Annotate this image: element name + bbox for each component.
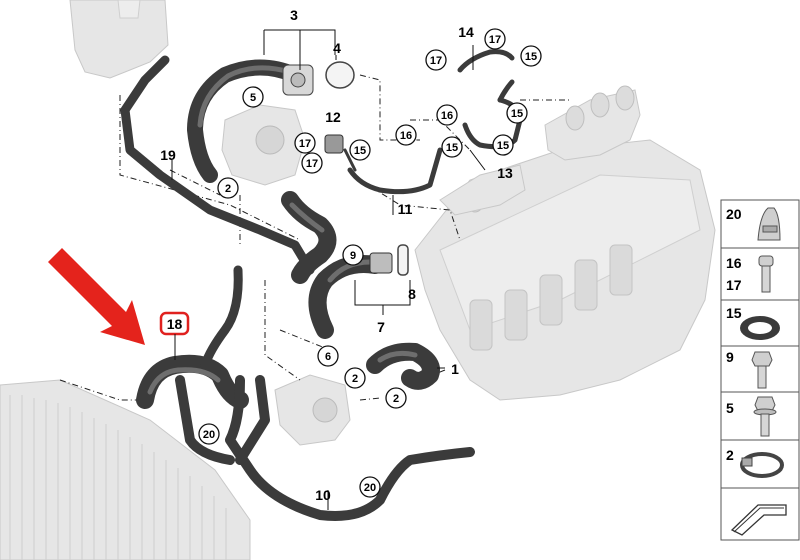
callout-labels: 3 4 12 14 13 19 11 8 7 1 10 xyxy=(160,7,513,503)
red-pointer-arrow xyxy=(48,248,145,345)
thermostat xyxy=(274,374,351,446)
callout-circle-5: 5 xyxy=(242,86,264,108)
callout-1: 1 xyxy=(451,361,459,377)
hose-clamp-icon xyxy=(740,452,784,478)
callout-19: 19 xyxy=(160,147,176,163)
fitting-12 xyxy=(324,134,344,154)
svg-text:16: 16 xyxy=(441,110,453,122)
callout-circle-2b: 2 xyxy=(344,367,366,389)
hose-7 xyxy=(308,255,384,339)
callout-circle-15a: 15 xyxy=(349,139,371,161)
svg-text:15: 15 xyxy=(446,142,458,154)
svg-text:20: 20 xyxy=(203,429,215,441)
callout-circle-20a: 20 xyxy=(198,423,220,445)
callout-11: 11 xyxy=(398,201,413,217)
expansion-tank xyxy=(69,0,169,79)
callout-circle-17b: 17 xyxy=(301,152,323,174)
svg-text:16: 16 xyxy=(400,130,412,142)
arrow-direction-icon xyxy=(730,504,787,536)
highlighted-callout-18: 18 xyxy=(159,311,190,360)
svg-text:6: 6 xyxy=(325,351,331,363)
svg-text:17: 17 xyxy=(489,34,501,46)
callout-13: 13 xyxy=(497,165,513,181)
callout-circle-17c: 17 xyxy=(425,49,447,71)
callout-leaders xyxy=(171,29,486,510)
callout-circle-16a: 16 xyxy=(395,124,417,146)
pipe-11 xyxy=(343,147,443,195)
callout-circle-9: 9 xyxy=(342,244,364,266)
hose-19 xyxy=(120,55,315,275)
callout-8: 8 xyxy=(408,286,416,302)
legend-label-16: 16 xyxy=(726,255,742,271)
callout-10: 10 xyxy=(315,487,331,503)
pump-flange xyxy=(282,64,314,96)
callout-circle-20b: 20 xyxy=(359,476,381,498)
callout-4: 4 xyxy=(333,40,341,56)
svg-text:9: 9 xyxy=(350,250,356,262)
legend-label-17: 17 xyxy=(726,277,742,293)
hose-3 xyxy=(187,59,303,183)
legend-label-2: 2 xyxy=(726,447,734,463)
water-pump xyxy=(221,104,306,186)
svg-text:2: 2 xyxy=(352,373,358,385)
callout-12: 12 xyxy=(325,109,341,125)
callout-circle-2c: 2 xyxy=(385,387,407,409)
circled-callouts: 5 2 17 17 15 16 15 16 15 17 17 15 15 9 6… xyxy=(198,28,542,498)
legend-label-20: 20 xyxy=(726,206,742,222)
hex-bolt-icon xyxy=(751,351,773,389)
callout-3: 3 xyxy=(290,7,298,23)
callout-circle-2a: 2 xyxy=(217,177,239,199)
callout-14: 14 xyxy=(458,24,474,40)
clip-icon xyxy=(757,207,781,241)
callout-circle-17d: 17 xyxy=(484,28,506,50)
pipe-14 xyxy=(457,49,515,103)
callout-circle-6: 6 xyxy=(317,345,339,367)
radiator xyxy=(0,379,251,560)
screw-icon xyxy=(758,255,774,293)
svg-text:17: 17 xyxy=(306,158,318,170)
callout-circle-15e: 15 xyxy=(506,102,528,124)
callout-circle-17a: 17 xyxy=(294,132,316,154)
parts-legend: 20 16 17 15 9 5 2 xyxy=(720,199,800,541)
svg-text:18: 18 xyxy=(167,316,183,332)
callout-circle-15d: 15 xyxy=(520,45,542,67)
hose-6 xyxy=(281,191,337,284)
svg-text:15: 15 xyxy=(525,51,537,63)
svg-text:2: 2 xyxy=(225,183,231,195)
svg-text:15: 15 xyxy=(354,145,366,157)
legend-label-9: 9 xyxy=(726,349,734,365)
connector-9 xyxy=(369,252,393,274)
legend-label-15: 15 xyxy=(726,305,742,321)
hose-riser xyxy=(200,265,243,370)
flange-bolt-icon xyxy=(753,396,777,437)
svg-text:15: 15 xyxy=(511,108,523,120)
svg-text:15: 15 xyxy=(497,140,509,152)
legend-label-5: 5 xyxy=(726,400,734,416)
svg-text:5: 5 xyxy=(250,92,256,104)
callout-circle-15b: 15 xyxy=(441,136,463,158)
svg-text:17: 17 xyxy=(430,55,442,67)
gasket-8 xyxy=(397,244,409,276)
svg-text:17: 17 xyxy=(299,138,311,150)
exhaust-manifold xyxy=(439,85,641,216)
svg-text:2: 2 xyxy=(393,393,399,405)
engine-block xyxy=(414,139,716,401)
callout-circle-15c: 15 xyxy=(492,134,514,156)
hose-1 xyxy=(366,342,440,390)
svg-text:20: 20 xyxy=(364,482,376,494)
callout-7: 7 xyxy=(377,319,385,335)
gasket-4 xyxy=(325,61,355,89)
hose-10 xyxy=(225,375,475,521)
seal-ring-icon xyxy=(740,316,780,340)
callout-circle-16b: 16 xyxy=(436,104,458,126)
